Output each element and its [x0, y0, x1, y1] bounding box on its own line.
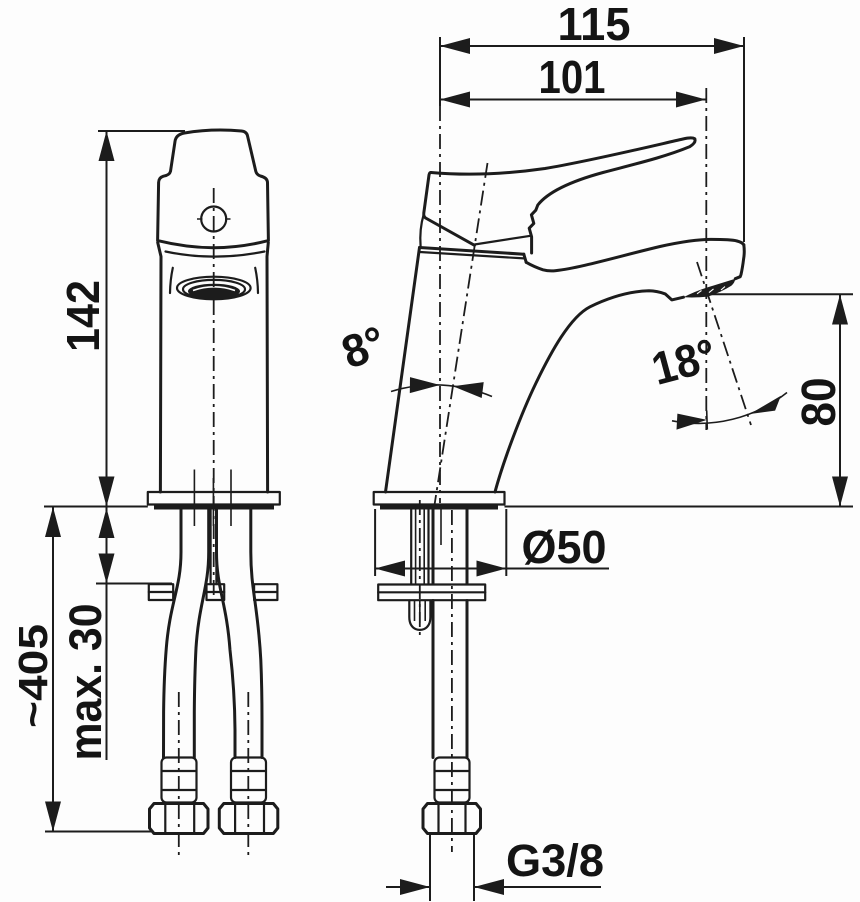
front-nut-left	[148, 802, 210, 835]
side-view	[372, 37, 752, 852]
side-cartridge-cover-line	[473, 234, 532, 246]
dim-max30-label: max. 30	[60, 604, 111, 761]
front-hose-right-outer	[249, 507, 264, 759]
dim-50-arrow-right	[476, 560, 507, 577]
dim-18deg-arrow-right	[750, 395, 781, 414]
side-spout-axis-tilted-18deg	[696, 261, 752, 426]
side-spout-right-edge	[733, 243, 746, 281]
side-body-left-edge	[384, 246, 421, 494]
dim-50-label: Ø50	[522, 521, 607, 573]
dim-connection-thread: G3/8	[386, 835, 604, 901]
dim-142-arrow-bottom	[98, 476, 115, 507]
dim-142-label: 142	[57, 280, 109, 352]
dim-18deg-label: 18°	[646, 328, 721, 395]
dim-spout-reach: 101	[440, 51, 706, 108]
front-hose-left-outer	[162, 507, 183, 759]
side-aerator-dark	[683, 278, 736, 298]
dim-8deg-arrow-right	[452, 382, 484, 398]
side-lever-block-corner	[419, 212, 425, 248]
front-handle-outline	[156, 128, 270, 250]
dim-hose-length: ~405	[10, 505, 151, 833]
front-mounting-plate	[147, 583, 279, 602]
dim-base-diameter: Ø50	[374, 509, 609, 577]
side-spout-top	[524, 237, 746, 273]
front-shroud-cheek-right	[254, 266, 260, 295]
dim-body-tilt: 8°	[335, 315, 493, 398]
side-lever-top	[429, 136, 697, 176]
dim-deck-thickness: max. 30	[60, 508, 172, 761]
dim-max30-arrow-bottom	[98, 553, 115, 584]
dim-80-arrow-top	[832, 294, 848, 325]
dim-405-arrow-top	[45, 507, 61, 537]
side-aerator	[683, 278, 736, 298]
front-hoses	[162, 507, 264, 759]
side-spout-underside	[493, 289, 685, 494]
dim-spout-angle: 18°	[646, 328, 788, 430]
side-aerator-hatch1	[696, 286, 726, 295]
front-view	[146, 128, 281, 858]
dim-405-label: ~405	[10, 624, 56, 728]
front-body-side-right	[265, 241, 270, 494]
side-lever-block	[422, 170, 476, 247]
front-hose-left-inner	[192, 507, 211, 759]
side-stud-edges	[410, 507, 430, 586]
front-hose-right-inner	[215, 507, 237, 759]
dim-80-label: 80	[793, 378, 846, 427]
front-nut-left-facets	[164, 802, 196, 835]
dim-115-arrow-right	[714, 38, 744, 54]
front-hose-sleeves	[160, 756, 268, 804]
side-hose	[431, 507, 469, 759]
dim-g38-arrow-right	[474, 879, 504, 895]
side-axis-tilted-8deg	[433, 162, 489, 506]
front-nut-right	[217, 802, 280, 835]
side-mounting-plate	[377, 583, 487, 602]
dim-405-arrow-bottom	[45, 801, 61, 832]
side-body-spout	[384, 237, 746, 494]
dim-18deg-arrow-left	[676, 413, 707, 430]
dim-g38-arrow-left	[400, 879, 430, 895]
dim-115-label: 115	[558, 0, 631, 50]
dim-overall-depth: 115	[440, 0, 745, 242]
front-through-lines	[193, 469, 232, 526]
side-stud-thread	[414, 509, 425, 584]
dim-80-arrow-bottom	[832, 476, 848, 507]
dim-142-arrow-top	[98, 131, 115, 161]
dim-8deg-label: 8°	[335, 315, 392, 378]
dim-101-arrow-right	[676, 91, 706, 108]
side-band-top	[418, 246, 526, 256]
dim-115-arrow-left	[440, 38, 470, 54]
dim-50-arrow-left	[375, 560, 405, 577]
side-band-bottom	[418, 250, 526, 260]
side-stud	[410, 507, 430, 586]
dim-101-label: 101	[539, 51, 606, 103]
front-shroud-cheek-left	[168, 266, 174, 295]
front-hose-nuts	[148, 802, 280, 835]
dimensions: 115 101 142 max. 30	[10, 0, 853, 901]
dim-8deg-arrow-left	[409, 377, 440, 394]
front-shroud-arc	[164, 250, 266, 258]
side-dome-nut-outline	[408, 599, 432, 631]
side-nut-facets	[437, 802, 467, 835]
dim-g38-label: G3/8	[506, 835, 604, 886]
dim-spout-height: 80	[504, 293, 853, 508]
side-nut	[421, 802, 482, 835]
dim-max30-arrow-top	[98, 508, 115, 538]
front-body-side-left	[156, 241, 163, 494]
dim-101-arrow-left	[440, 91, 470, 108]
front-nut-right-facets	[234, 802, 266, 835]
dim-body-height: 142	[57, 130, 185, 760]
side-lever	[419, 136, 697, 255]
side-lever-underside	[527, 137, 697, 255]
dim-18deg-tick	[705, 410, 709, 430]
